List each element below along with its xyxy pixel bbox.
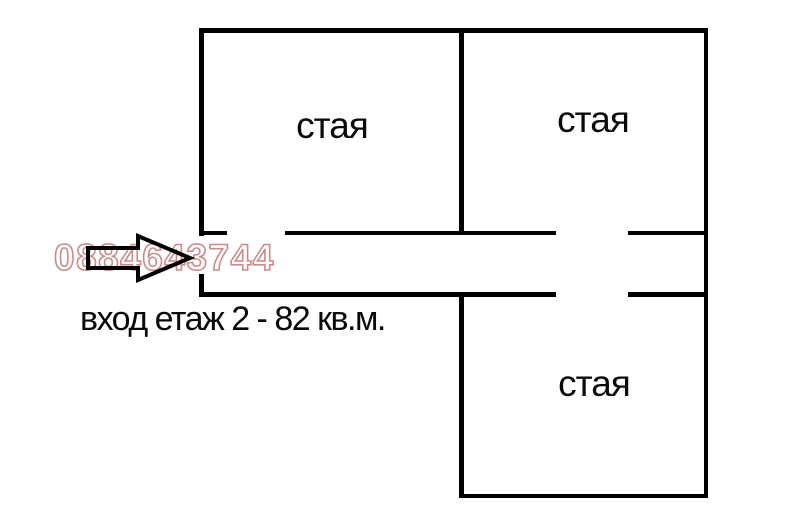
- wall-bottom-room-left: [459, 292, 464, 498]
- wall-left: [199, 28, 204, 236]
- wall-bottom-room-bottom: [459, 493, 708, 498]
- wall-corridor-bottom-segment-a: [199, 292, 556, 297]
- wall-top: [199, 28, 708, 33]
- wall-corridor-top-segment-a: [199, 230, 227, 235]
- room-label-bottom: стая: [558, 363, 631, 404]
- wall-divider-top-rooms: [459, 28, 464, 235]
- room-label-top-left: стая: [296, 105, 369, 146]
- wall-corridor-top-segment-b: [285, 230, 556, 235]
- right-arrow-icon: [86, 232, 196, 284]
- wall-right: [703, 28, 708, 498]
- wall-entrance-stub: [199, 274, 204, 296]
- wall-corridor-top-segment-c: [628, 230, 708, 235]
- caption-entrance-floor-area: вход етаж 2 - 82 кв.м.: [80, 300, 386, 338]
- wall-corridor-bottom-segment-b: [628, 292, 708, 297]
- room-label-top-right: стая: [557, 99, 630, 140]
